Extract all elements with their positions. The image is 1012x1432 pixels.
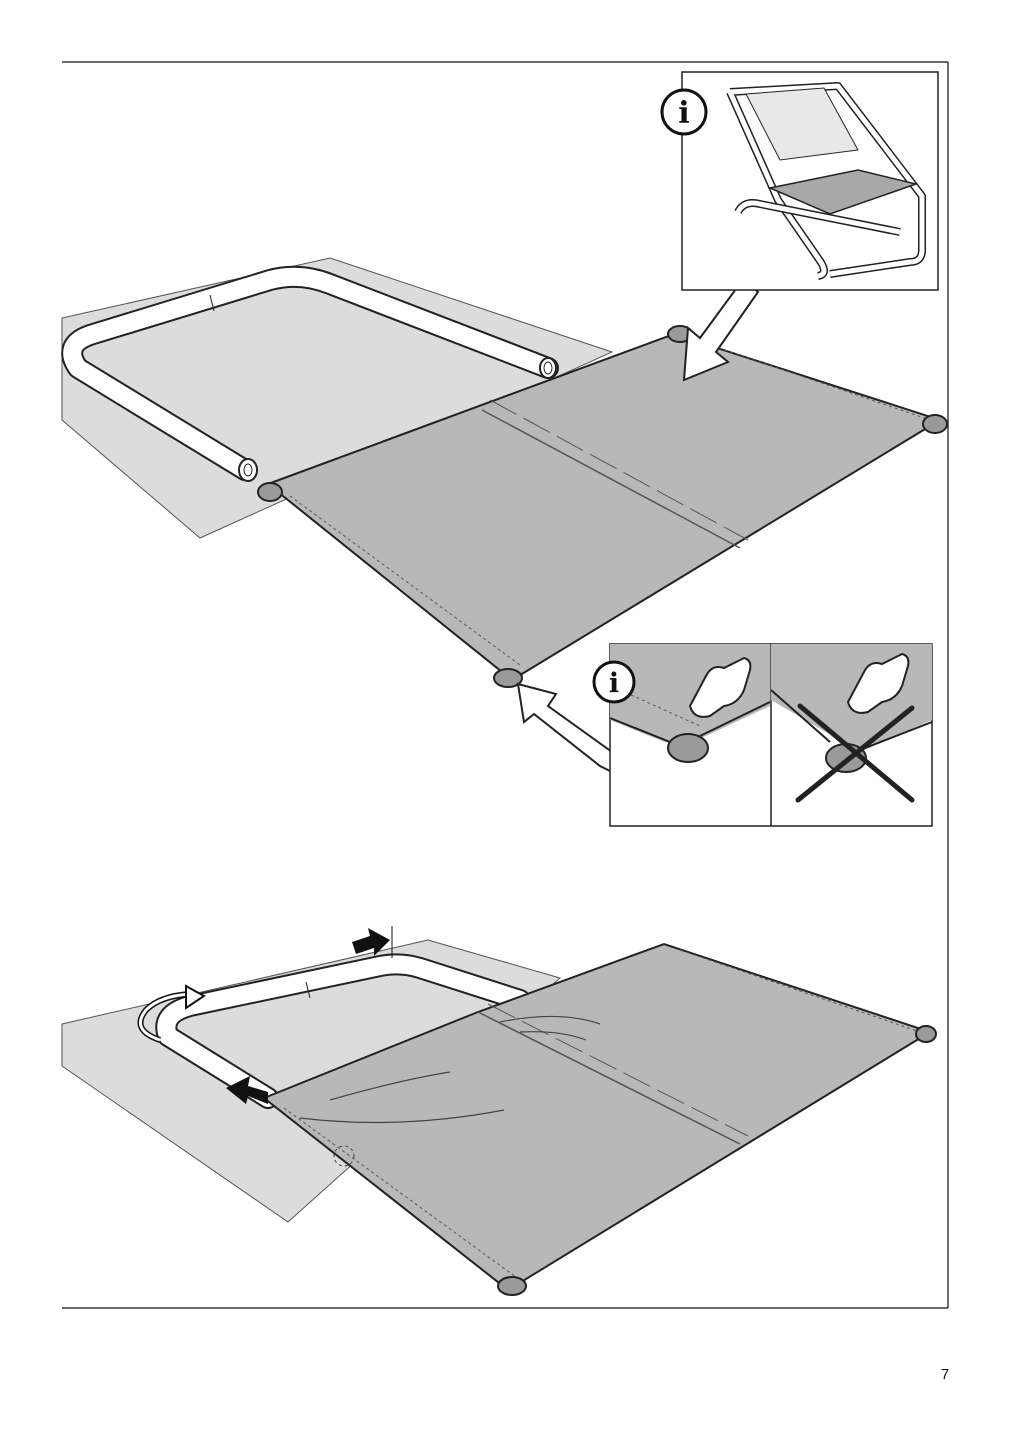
info-glyph-2: i [609, 668, 619, 699]
info-icon-2 [592, 660, 636, 704]
hand-pointing-icon [688, 656, 752, 718]
fabric-sheet-top [257, 325, 948, 688]
fabric-sheet-bottom [262, 942, 937, 1296]
info-icon [660, 88, 708, 136]
step-top-illustration [61, 257, 948, 774]
inset-chair-box [660, 71, 939, 291]
page-number: 7 [940, 1366, 950, 1383]
tube-frame-bottom [155, 953, 531, 1109]
hand-pointing-icon-2 [846, 652, 910, 714]
info-glyph-1: i [678, 96, 689, 131]
arrow-up-left-icon [516, 682, 613, 774]
crossed-out-icon [795, 703, 915, 803]
inset-fold-box [592, 643, 933, 827]
arrow-left-icon [226, 1076, 268, 1104]
step-bottom-illustration [61, 926, 937, 1296]
arrow-right-icon [352, 928, 390, 956]
tube-frame-top [61, 265, 559, 482]
